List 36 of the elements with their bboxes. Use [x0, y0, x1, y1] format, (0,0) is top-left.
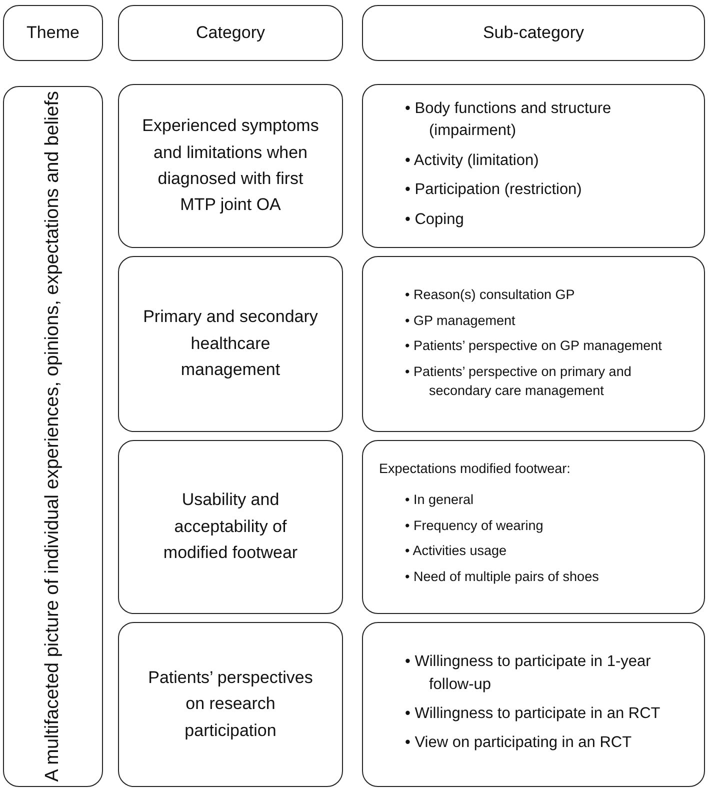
subcategory-box: [362, 84, 705, 248]
bullet-item: • Coping: [404, 210, 465, 230]
category-box: [118, 256, 343, 432]
subcategory-box: [362, 440, 705, 614]
category-text: Patients’ perspectives on research participation: [147, 666, 314, 742]
subcategory-box: [362, 256, 705, 432]
bullet-item: • In general: [404, 491, 475, 509]
bullet-item: • View on participating in an RCT: [404, 733, 633, 754]
column-header: [362, 5, 705, 61]
list-heading: Expectations modified footwear:: [379, 461, 572, 476]
bullet-item: • Frequency of wearing: [404, 516, 544, 535]
header-text: Category: [196, 23, 265, 43]
category-text: Primary and secondary healthcare management: [142, 306, 319, 382]
category-box: [118, 84, 343, 248]
bullet-item: • Reason(s) consultation GP: [404, 286, 576, 304]
bullet-item: • Willingness to participate in an RCT: [404, 704, 662, 724]
column-header: [118, 5, 343, 61]
bullet-item: • Body functions and structure (impairment): [404, 98, 612, 142]
header-text: Sub-category: [482, 23, 584, 43]
bullet-item: • GP management: [404, 312, 516, 330]
theme-box: [3, 86, 103, 787]
bullet-item: • Activities usage: [404, 542, 508, 560]
bullet-item: • Need of multiple pairs of shoes: [404, 568, 600, 586]
header-text: Theme: [26, 23, 80, 43]
bullet-item: • Willingness to participate in 1-year follow-up: [404, 652, 652, 695]
column-header: [3, 5, 103, 61]
category-box: [118, 440, 343, 614]
subcategory-box: [362, 622, 705, 787]
bullet-item: • Activity (limitation): [404, 150, 540, 171]
category-text: Experienced symptoms and limitations when diagnosed with first MTP joint OA: [141, 115, 320, 216]
bullet-item: • Participation (restriction): [404, 180, 583, 200]
bullet-item: • Patients’ perspective on primary and secondary care management: [404, 362, 632, 400]
theme-text: A multifaceted picture of individual experiences, opinions, expectations and beliefs: [41, 91, 64, 782]
category-text: Usability and acceptability of modified footwear: [162, 489, 299, 564]
bullet-item: • Patients’ perspective on GP management: [404, 337, 663, 356]
category-box: [118, 622, 343, 787]
